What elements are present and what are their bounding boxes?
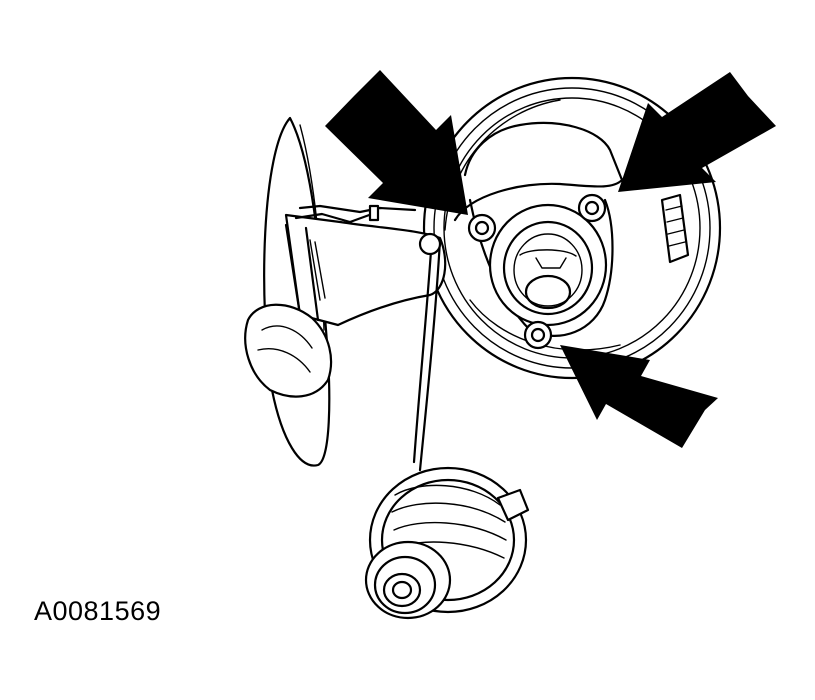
bolt-upper-left xyxy=(467,213,497,243)
arrow-to-lower-bolt xyxy=(560,345,718,448)
bolt-lower xyxy=(523,320,553,350)
arrow-to-upper-right-bolt xyxy=(618,72,776,192)
bolt-upper-right xyxy=(577,193,607,223)
arrow-to-upper-left-bolt xyxy=(325,70,468,215)
tether-strap xyxy=(412,232,442,472)
filler-neck-opening xyxy=(488,203,608,327)
figure-id-label: A0081569 xyxy=(34,596,162,626)
fuel-door-panel xyxy=(244,116,447,467)
fuel-cap xyxy=(364,466,530,620)
